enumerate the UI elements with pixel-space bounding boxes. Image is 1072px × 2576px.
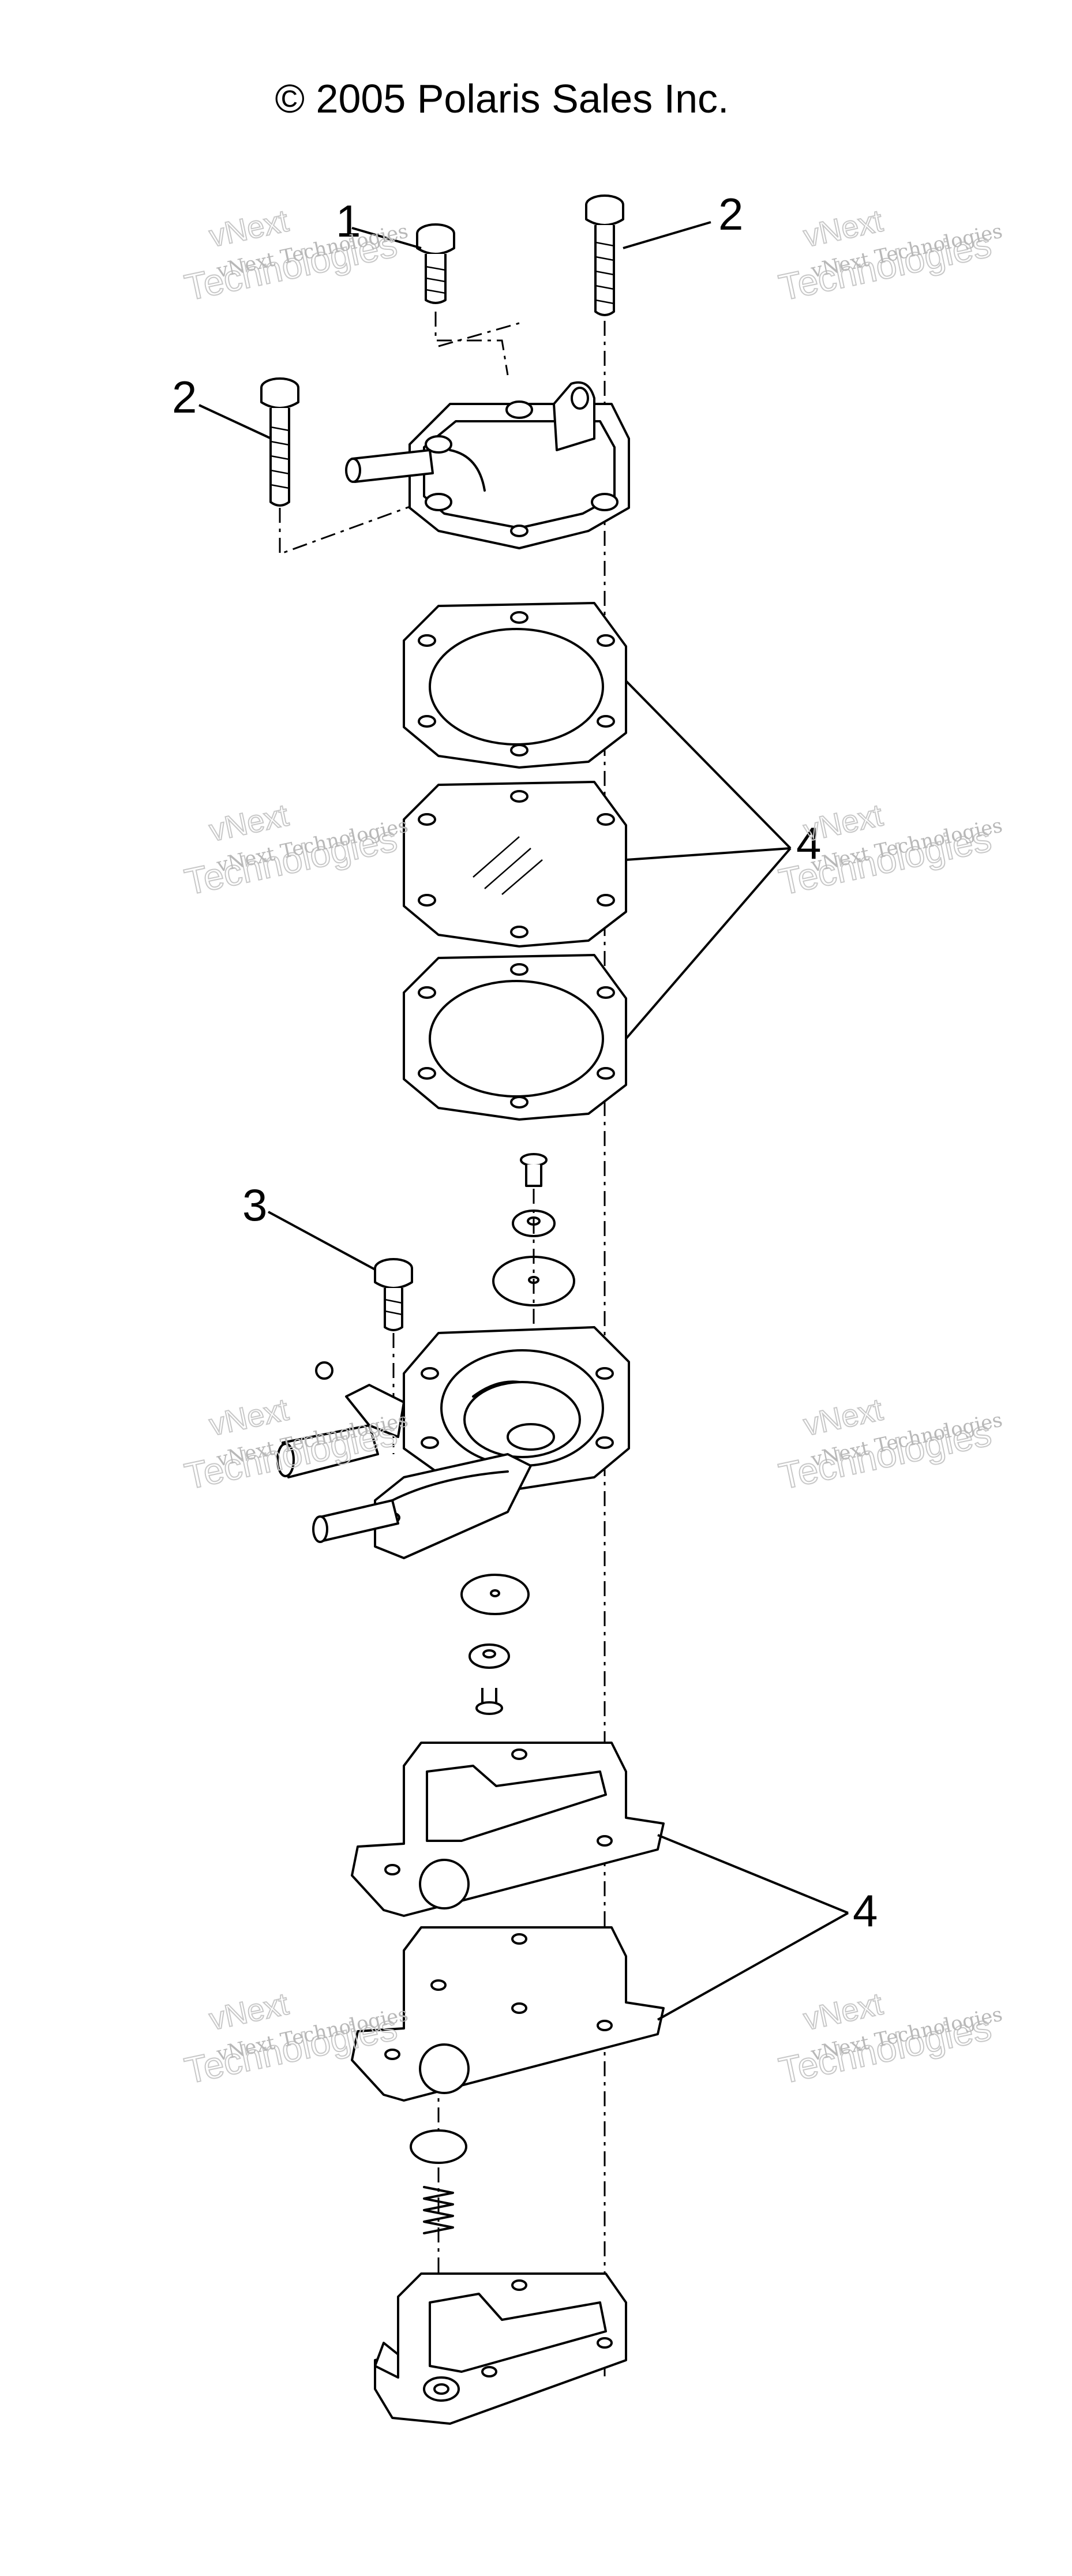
callout-1: 1 <box>336 196 361 246</box>
leader-1 <box>351 227 422 249</box>
watermark-low-right: vNext Technologies vNext Technologies <box>775 1392 1004 1498</box>
copyright-text: © 2005 Polaris Sales Inc. <box>275 76 729 121</box>
leader-4-lower-b <box>657 1912 849 2021</box>
gasket-upper-2 <box>403 954 627 1121</box>
valve-cap <box>410 2129 467 2164</box>
pump-top-cover <box>345 381 630 549</box>
leader-4-upper-b <box>625 847 791 861</box>
screw-3 <box>374 1258 413 1331</box>
watermark-top-right: vNext Technologies vNext Technologies <box>775 203 1004 309</box>
screw-2-left <box>260 377 299 507</box>
callout-3: 3 <box>242 1180 267 1230</box>
valve-screw-upper <box>520 1153 548 1187</box>
leader-2-top <box>623 221 711 249</box>
alignment-line-mid <box>438 322 520 347</box>
leader-3 <box>268 1211 376 1271</box>
gasket-lower-1 <box>351 1742 665 1917</box>
pump-body <box>276 1326 630 1559</box>
gasket-upper-1 <box>403 602 627 769</box>
watermark-top-left: vNext Technologies vNext Technologies <box>181 203 410 309</box>
watermark-bottom-right: vNext Technologies vNext Technologies <box>775 1986 1004 2092</box>
leader-4-lower-a <box>657 1834 849 1914</box>
leader-4-upper-a <box>625 680 792 849</box>
callout-2-left: 2 <box>172 372 197 422</box>
leader-4-upper-c <box>625 847 792 1040</box>
watermark-low-left: vNext Technologies vNext Technologies <box>181 1392 410 1498</box>
alignment-line-screw1 <box>434 312 509 376</box>
callout-4-lower: 4 <box>853 1885 878 1936</box>
screw-1 <box>416 223 455 304</box>
valve-spring <box>423 2186 454 2234</box>
leader-2-left <box>198 404 272 440</box>
alignment-line-screw2-left <box>279 495 439 556</box>
diaphragm <box>403 781 627 948</box>
watermark-mid-left: vNext Technologies vNext Technologies <box>181 797 410 904</box>
pump-bottom-plate <box>374 2272 627 2425</box>
valve-washer-lower <box>468 1643 510 1669</box>
callout-4-upper: 4 <box>796 818 821 868</box>
screw-2-top <box>585 194 624 316</box>
valve-disc-lower <box>460 1574 530 1615</box>
callout-2-top: 2 <box>718 189 743 239</box>
gasket-lower-2 <box>351 1926 665 2102</box>
valve-screw-lower <box>475 1688 503 1715</box>
